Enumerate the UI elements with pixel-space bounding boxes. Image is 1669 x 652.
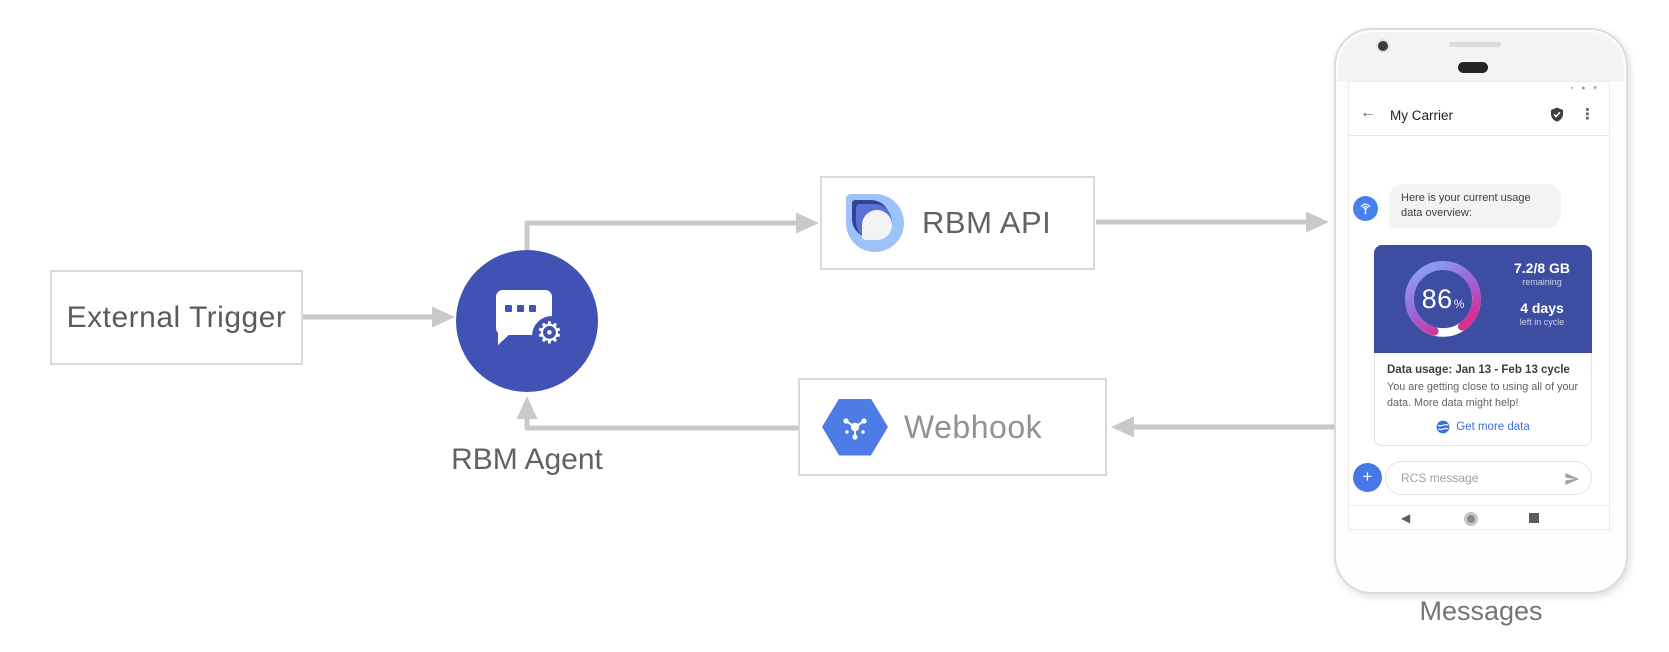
rbm-api-label: RBM API <box>922 205 1052 240</box>
get-more-data-label: Get more data <box>1456 421 1530 434</box>
external-trigger-node: External Trigger <box>50 270 303 365</box>
agent-message-bubble: Here is your current usage data overview… <box>1389 184 1561 228</box>
usage-info-panel: Data usage: Jan 13 - Feb 13 cycle You ar… <box>1374 353 1592 447</box>
back-arrow-icon[interactable]: ← <box>1360 104 1376 121</box>
gear-icon: ⚙ <box>536 317 563 350</box>
globe-icon <box>1436 420 1450 434</box>
plus-icon: + <box>1362 467 1373 486</box>
speaker-slit <box>1449 42 1501 47</box>
days-left-label: left in cycle <box>1519 317 1565 327</box>
nav-home-icon[interactable] <box>1464 512 1478 526</box>
send-arrow-icon[interactable] <box>1564 471 1580 487</box>
overflow-menu-icon[interactable]: ⋮ <box>1580 106 1595 123</box>
status-square-icon: ▪ <box>1570 85 1574 92</box>
nav-back-icon[interactable]: ◀ <box>1401 511 1411 525</box>
usage-body: You are getting close to using all of yo… <box>1387 381 1579 409</box>
status-bar-icons: ▪ ● ▾ <box>1571 84 1597 94</box>
earpiece <box>1458 62 1488 73</box>
pubsub-hexagon-icon <box>822 398 888 456</box>
usage-title: Data usage: Jan 13 - Feb 13 cycle <box>1387 364 1570 376</box>
conversation-title: My Carrier <box>1390 108 1453 123</box>
agent-message-text: Here is your current usage data overview… <box>1401 192 1531 219</box>
gear-icon-backdrop <box>532 316 572 356</box>
days-left-value: 4 days <box>1520 300 1564 316</box>
status-triangle-icon: ▾ <box>1593 85 1597 92</box>
android-nav-bar: ◀ <box>1349 505 1609 531</box>
phone-caption: Messages <box>1419 596 1543 626</box>
arrow-agent-to-api <box>524 212 819 252</box>
usage-gauge-panel: 86% 7.2/8 GB remaining 4 days left in cy… <box>1374 245 1592 353</box>
webhook-node: Webhook <box>798 378 1107 476</box>
external-trigger-label: External Trigger <box>66 300 287 334</box>
phone-mockup: ▪ ● ▾ ← My Carrier ⋮ Here i <box>1334 28 1628 594</box>
usage-rich-card: 86% 7.2/8 GB remaining 4 days left in cy… <box>1374 245 1592 447</box>
message-composer: + <box>1349 460 1609 500</box>
camera-dot <box>1378 41 1388 51</box>
usage-gauge <box>1400 256 1486 342</box>
webhook-label: Webhook <box>904 408 1043 445</box>
message-input-pill[interactable] <box>1385 461 1592 495</box>
rbm-agent-label: RBM Agent <box>451 443 603 476</box>
status-circle-icon: ● <box>1581 85 1586 92</box>
agent-avatar <box>1353 196 1378 221</box>
arrow-webhook-to-agent <box>516 396 798 431</box>
gauge-percent: 86% <box>1421 283 1465 314</box>
nav-recents-icon[interactable] <box>1529 513 1539 523</box>
broadcast-antenna-icon <box>1360 203 1371 215</box>
rcs-message-input[interactable] <box>1401 463 1551 493</box>
data-remaining-label: remaining <box>1522 277 1562 287</box>
verified-shield-icon <box>1551 107 1563 122</box>
app-bar: ← My Carrier ⋮ <box>1349 95 1609 136</box>
get-more-data-button[interactable]: Get more data <box>1387 420 1579 436</box>
rbm-api-node: RBM API <box>820 176 1095 270</box>
rbm-agent-node: ⚙ <box>456 250 598 392</box>
rbm-api-logo-icon <box>846 194 904 252</box>
attach-plus-button[interactable]: + <box>1353 463 1382 492</box>
data-remaining-value: 7.2/8 GB <box>1513 260 1571 276</box>
phone-top-bezel <box>1338 32 1624 81</box>
phone-screen: ▪ ● ▾ ← My Carrier ⋮ Here i <box>1348 81 1610 530</box>
